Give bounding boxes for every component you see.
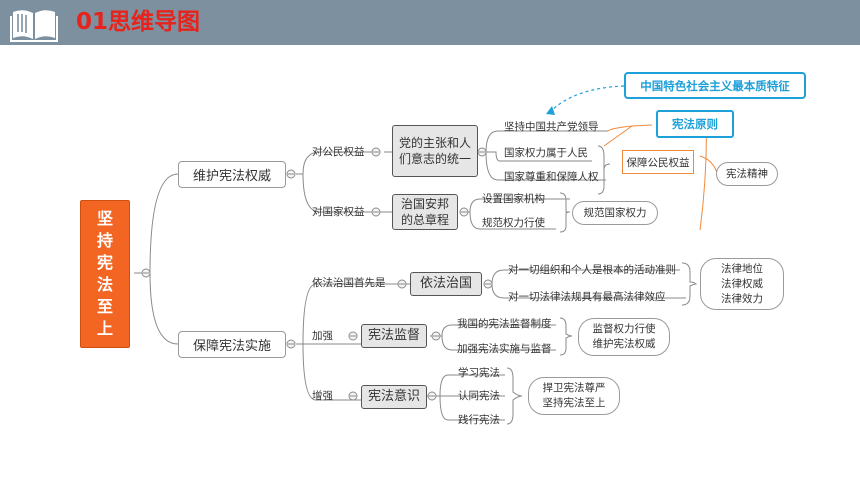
callout-text: 宪法精神 bbox=[726, 167, 768, 180]
sub-label-rule-of-law: 依法治国首先是 bbox=[312, 277, 386, 289]
leaf-human-rights: 国家尊重和保障人权 bbox=[504, 171, 599, 183]
root-char: 上 bbox=[96, 319, 113, 338]
leaf-power-to-people: 国家权力属于人民 bbox=[504, 147, 588, 159]
root-char: 至 bbox=[96, 297, 113, 316]
callout-constitution-spirit: 宪法精神 bbox=[716, 162, 778, 186]
root-char: 坚 bbox=[96, 209, 113, 228]
leaf-practice-constitution: 践行宪法 bbox=[458, 414, 500, 426]
node-party-will: 党的主张和人们意志的统一 bbox=[392, 125, 478, 177]
branch-protect-authority: 维护宪法权威 bbox=[178, 161, 286, 188]
leaf-strengthen-supervision: 加强宪法实施与监督 bbox=[457, 343, 552, 355]
note-line: 坚持宪法至上 bbox=[542, 397, 606, 409]
leaf-party-leadership: 坚持中国共产党领导 bbox=[504, 121, 599, 133]
note-line: 维护宪法权威 bbox=[592, 338, 656, 350]
page-title: 01思维导图 bbox=[76, 9, 201, 35]
branch-ensure-implementation: 保障宪法实施 bbox=[178, 331, 286, 358]
node-rule-of-law: 依法治国 bbox=[410, 272, 482, 296]
sub-label-state: 对国家权益 bbox=[312, 206, 365, 218]
node-governance-charter: 治国安邦的总章程 bbox=[392, 194, 458, 230]
leaf-learn-constitution: 学习宪法 bbox=[458, 367, 500, 379]
leaf-fundamental-norm: 对一切组织和个人是根本的活动准则 bbox=[508, 264, 676, 276]
sub-label-enhance: 增强 bbox=[312, 390, 333, 402]
root-char: 持 bbox=[96, 231, 113, 250]
note-line: 捍卫宪法尊严 bbox=[542, 382, 606, 394]
note-line: 监督权力行使 bbox=[592, 323, 656, 335]
note-supervise-power: 监督权力行使 维护宪法权威 bbox=[578, 318, 670, 356]
note-protect-citizen: 保障公民权益 bbox=[622, 150, 694, 174]
note-legal-status: 法律地位 法律权威 法律效力 bbox=[700, 258, 784, 310]
note-text: 规范国家权力 bbox=[583, 206, 647, 219]
leaf-supervision-system: 我国的宪法监督制度 bbox=[457, 318, 552, 330]
callout-essential-feature: 中国特色社会主义最本质特征 bbox=[624, 72, 806, 99]
open-book-icon bbox=[10, 10, 58, 42]
note-line: 法律权威 bbox=[721, 277, 763, 290]
sub-label-citizen: 对公民权益 bbox=[312, 146, 365, 158]
header-bar bbox=[0, 0, 860, 45]
note-line: 法律地位 bbox=[721, 262, 763, 275]
node-constitution-supervision: 宪法监督 bbox=[361, 324, 427, 348]
note-defend-constitution: 捍卫宪法尊严 坚持宪法至上 bbox=[528, 377, 620, 415]
callout-constitution-principle: 宪法原则 bbox=[656, 110, 734, 138]
note-line: 法律效力 bbox=[721, 292, 763, 305]
root-char: 宪 bbox=[96, 253, 113, 272]
root-char: 法 bbox=[96, 275, 113, 294]
leaf-identify-constitution: 认同宪法 bbox=[458, 390, 500, 402]
sub-label-strengthen: 加强 bbox=[312, 330, 333, 342]
leaf-set-institutions: 设置国家机构 bbox=[482, 193, 545, 205]
node-constitution-awareness: 宪法意识 bbox=[361, 385, 427, 409]
leaf-supreme-effect: 对一切法律法规具有最高法律效应 bbox=[508, 291, 666, 303]
note-regulate-state-power: 规范国家权力 bbox=[572, 201, 658, 225]
leaf-regulate-power: 规范权力行使 bbox=[482, 217, 545, 229]
root-node: 坚 持 宪 法 至 上 bbox=[80, 200, 130, 348]
